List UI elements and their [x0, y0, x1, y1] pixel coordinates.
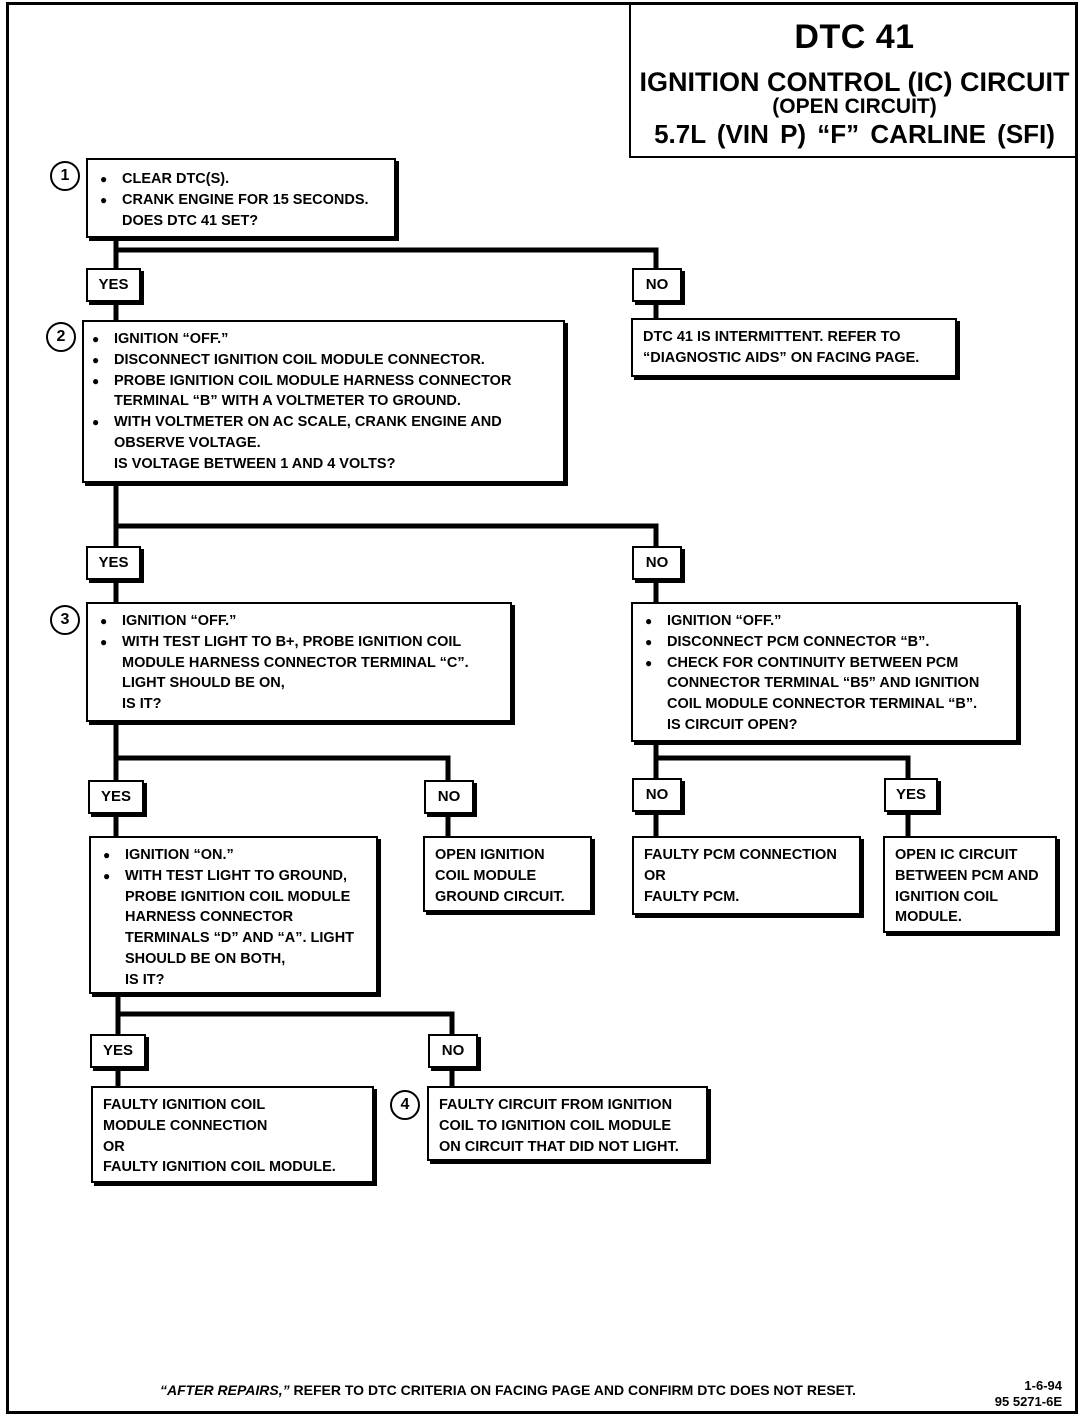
- footer-note: “AFTER REPAIRS,” REFER TO DTC CRITERIA O…: [160, 1382, 856, 1398]
- pcm-continuity-bullet: CHECK FOR CONTINUITY BETWEEN PCM CONNECT…: [643, 653, 1008, 715]
- step-2-bullet: PROBE IGNITION COIL MODULE HARNESS CONNE…: [90, 371, 555, 413]
- yes-label: YES: [86, 546, 141, 580]
- open-ic-text: OPEN IC CIRCUIT BETWEEN PCM AND IGNITION…: [895, 847, 1039, 926]
- no-label: NO: [632, 546, 682, 580]
- no-label: NO: [632, 268, 682, 302]
- step-2-box: IGNITION “OFF.” DISCONNECT IGNITION COIL…: [82, 320, 565, 483]
- step-1-bullet: CRANK ENGINE FOR 15 SECONDS.: [98, 190, 386, 211]
- step-3-box: IGNITION “OFF.” WITH TEST LIGHT TO B+, P…: [86, 602, 512, 722]
- step-4-bullet: WITH TEST LIGHT TO GROUND, PROBE IGNITIO…: [101, 866, 368, 970]
- yes-label: YES: [90, 1034, 146, 1068]
- step-4-question: IS IT?: [125, 971, 165, 988]
- open-ic-result: OPEN IC CIRCUIT BETWEEN PCM AND IGNITION…: [883, 836, 1057, 933]
- footer-italic: “AFTER REPAIRS,”: [160, 1382, 290, 1398]
- no-label: NO: [632, 778, 682, 812]
- pcm-continuity-question: IS CIRCUIT OPEN?: [667, 716, 798, 733]
- faulty-coil-text: FAULTY IGNITION COIL MODULE CONNECTION O…: [103, 1097, 336, 1176]
- step-2-bullet: DISCONNECT IGNITION COIL MODULE CONNECTO…: [90, 350, 555, 371]
- dtc-title: DTC 41: [794, 18, 915, 56]
- step-1-bullet: CLEAR DTC(s).: [98, 169, 386, 190]
- engine-title: 5.7L (VIN P) “F” CARLINE (SFI): [654, 119, 1055, 149]
- document-date: 1-6-94: [1024, 1378, 1062, 1393]
- page-frame: [6, 2, 1078, 1414]
- ground-circuit-result: OPEN IGNITION COIL MODULE GROUND CIRCUIT…: [423, 836, 592, 912]
- step-3-bullet: WITH TEST LIGHT TO B+, PROBE IGNITION CO…: [98, 632, 502, 694]
- step-number-4: 4: [390, 1090, 420, 1120]
- intermittent-box: DTC 41 IS INTERMITTENT. REFER TO “DIAGNO…: [631, 318, 957, 377]
- faulty-coil-result: FAULTY IGNITION COIL MODULE CONNECTION O…: [91, 1086, 374, 1183]
- pcm-continuity-bullet: IGNITION “OFF.”: [643, 611, 1008, 632]
- step-2-question: IS VOLTAGE BETWEEN 1 AND 4 VOLTS?: [114, 455, 396, 472]
- intermittent-text: DTC 41 IS INTERMITTENT. REFER TO “DIAGNO…: [643, 329, 920, 366]
- footer-text: REFER TO DTC CRITERIA ON FACING PAGE AND…: [289, 1382, 856, 1398]
- faulty-circuit-text: FAULTY CIRCUIT FROM IGNITION COIL TO IGN…: [439, 1097, 679, 1155]
- yes-label: YES: [884, 778, 938, 812]
- no-label: NO: [428, 1034, 478, 1068]
- circuit-title: IGNITION CONTROL (IC) CIRCUIT: [639, 67, 1070, 97]
- no-label: NO: [424, 780, 474, 814]
- step-1-box: CLEAR DTC(s). CRANK ENGINE FOR 15 SECOND…: [86, 158, 396, 238]
- step-1-question: DOES DTC 41 SET?: [122, 212, 259, 229]
- pcm-continuity-box: IGNITION “OFF.” DISCONNECT PCM CONNECTOR…: [631, 602, 1018, 742]
- step-3-question: IS IT?: [122, 696, 162, 713]
- step-3-bullet: IGNITION “OFF.”: [98, 611, 502, 632]
- step-number-3: 3: [50, 605, 80, 635]
- document-reference: 1-6-94 95 5271-6E: [995, 1378, 1062, 1410]
- step-2-bullet: WITH VOLTMETER ON AC SCALE, CRANK ENGINE…: [90, 412, 555, 454]
- ground-circuit-text: OPEN IGNITION COIL MODULE GROUND CIRCUIT…: [435, 847, 565, 905]
- yes-label: YES: [86, 268, 141, 302]
- faulty-circuit-result: FAULTY CIRCUIT FROM IGNITION COIL TO IGN…: [427, 1086, 708, 1161]
- faulty-pcm-result: FAULTY PCM CONNECTION OR FAULTY PCM.: [632, 836, 861, 915]
- faulty-pcm-text: FAULTY PCM CONNECTION OR FAULTY PCM.: [644, 847, 837, 905]
- step-number-1: 1: [50, 161, 80, 191]
- document-code: 95 5271-6E: [994, 1394, 1062, 1409]
- circuit-subtitle: (OPEN CIRCUIT): [772, 95, 937, 118]
- pcm-continuity-bullet: DISCONNECT PCM CONNECTOR “B”.: [643, 632, 1008, 653]
- step-number-2: 2: [46, 322, 76, 352]
- step-2-bullet: IGNITION “OFF.”: [90, 329, 555, 350]
- step-4-bullet: IGNITION “ON.”: [101, 845, 368, 866]
- title-block: DTC 41 IGNITION CONTROL (IC) CIRCUIT (OP…: [629, 4, 1078, 158]
- step-4-box: IGNITION “ON.” WITH TEST LIGHT TO GROUND…: [89, 836, 378, 994]
- yes-label: YES: [88, 780, 144, 814]
